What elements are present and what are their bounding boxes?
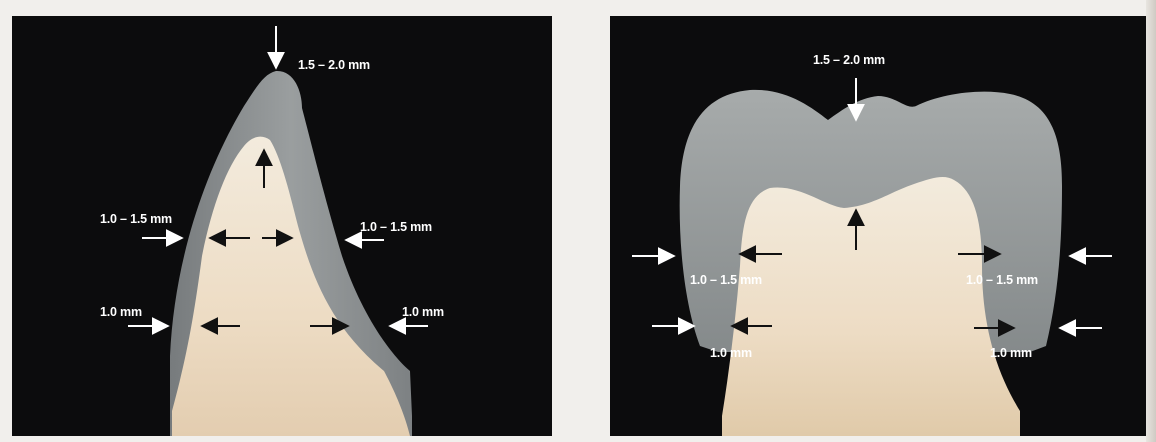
incisal-reduction-label: 1.5 – 2.0 mm xyxy=(298,59,370,72)
labial-mid-reduction-label: 1.0 – 1.5 mm xyxy=(100,213,172,226)
labial-cervical-reduction-label: 1.0 mm xyxy=(100,306,142,319)
molar-crown-illustration xyxy=(610,16,1146,436)
occlusal-reduction-label: 1.5 – 2.0 mm xyxy=(813,54,885,67)
incisor-crown-panel: 1.5 – 2.0 mm 1.0 – 1.5 mm 1.0 – 1.5 mm 1… xyxy=(12,16,552,436)
right-axial-reduction-label: 1.0 – 1.5 mm xyxy=(966,274,1038,287)
tooth-preparation xyxy=(722,177,1020,436)
left-cervical-reduction-label: 1.0 mm xyxy=(710,347,752,360)
lingual-cervical-reduction-label: 1.0 mm xyxy=(402,306,444,319)
left-axial-reduction-label: 1.0 – 1.5 mm xyxy=(690,274,762,287)
page-edge xyxy=(1146,0,1156,442)
lingual-mid-reduction-label: 1.0 – 1.5 mm xyxy=(360,221,432,234)
incisor-crown-illustration xyxy=(12,16,552,436)
right-cervical-reduction-label: 1.0 mm xyxy=(990,347,1032,360)
molar-crown-panel: 1.5 – 2.0 mm 1.0 – 1.5 mm 1.0 – 1.5 mm 1… xyxy=(610,16,1146,436)
